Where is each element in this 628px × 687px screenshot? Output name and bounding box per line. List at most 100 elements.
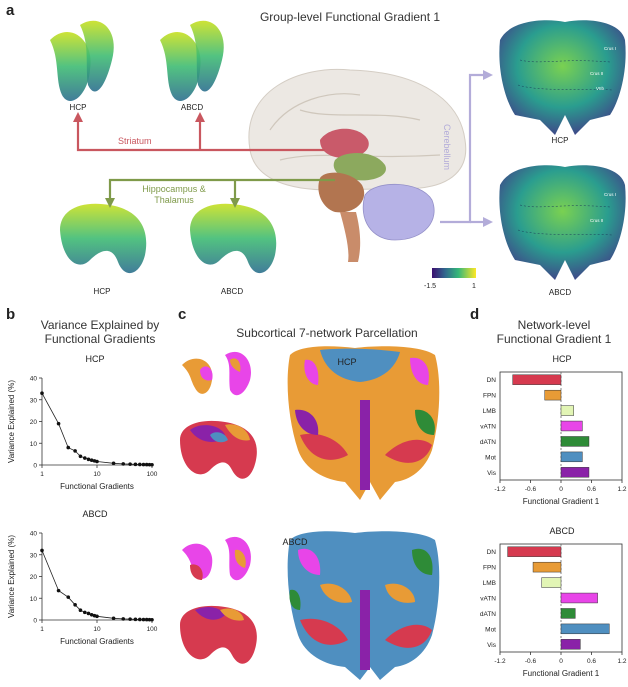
arrows [73, 70, 493, 227]
bar-datn [560, 608, 576, 619]
category-label: dATN [480, 439, 496, 446]
data-point [86, 457, 91, 462]
data-point [128, 617, 132, 621]
y-tick-label: 0 [33, 618, 37, 625]
parcellation-abcd-striatum [182, 536, 251, 581]
data-point [95, 459, 99, 464]
brain-illustration [248, 68, 467, 262]
bar-mot [560, 623, 610, 635]
chart-title: ABCD [549, 526, 575, 536]
panel-d-title-line1: Network-level [517, 318, 591, 332]
data-point [95, 614, 99, 619]
x-tick-label: 0.6 [587, 658, 596, 665]
data-point [150, 617, 154, 622]
data-point [56, 421, 61, 426]
panel-a-title: Group-level Functional Gradient 1 [259, 10, 441, 24]
category-label: DN [487, 549, 497, 556]
data-point [137, 617, 142, 622]
panel-c-title: Subcortical 7-network Parcellation [236, 326, 418, 340]
x-axis-label: Functional Gradient 1 [523, 669, 600, 678]
panel-d-title-line2: Functional Gradient 1 [496, 332, 612, 346]
y-axis-label: Variance Explained (%) [7, 380, 16, 463]
chart-title: HCP [85, 354, 104, 364]
bar-dn [512, 374, 562, 385]
x-tick-label: 0 [559, 486, 563, 493]
panel-b-title-line1: Variance Explained by [40, 318, 160, 332]
data-point [150, 462, 154, 467]
data-point [89, 612, 94, 617]
parcellation-hcp-striatum [182, 351, 251, 396]
label-c-hcp: HCP [337, 357, 357, 367]
x-tick-label: 1.2 [617, 658, 626, 665]
label-hippocampus-thalamus: Hippocampus & Thalamus [134, 184, 214, 206]
x-tick-label: 100 [147, 471, 158, 478]
panel-a-letter: a [6, 2, 15, 19]
hippo-line2: Thalamus [154, 195, 194, 205]
x-tick-label: 10 [93, 471, 101, 478]
data-point [89, 458, 94, 463]
data-point [121, 462, 126, 466]
label-abcd-striatum: ABCD [180, 103, 204, 112]
data-point [133, 462, 138, 467]
y-tick-label: 40 [30, 531, 38, 538]
data-point [147, 617, 152, 622]
data-point [147, 462, 152, 467]
data-point [144, 462, 149, 467]
panel-a-figure: Crus I Crus II VIIb Crus I Crus II [50, 20, 626, 280]
panel-b-title-line2: Functional Gradients [44, 332, 156, 346]
colorbar [432, 268, 476, 278]
x-tick-label: 10 [93, 626, 101, 633]
data-point [78, 454, 83, 459]
bar-vatn [560, 592, 598, 604]
label-abcd-hippo: ABCD [220, 287, 244, 296]
category-label: Mot [485, 626, 496, 633]
bar-lmb [560, 405, 574, 416]
label-hcp-hippo: HCP [93, 287, 111, 296]
data-point [73, 449, 77, 453]
y-tick-label: 30 [30, 397, 38, 404]
series-line [41, 393, 152, 466]
y-axis-label: Variance Explained (%) [7, 535, 16, 618]
category-label: dATN [480, 611, 496, 618]
data-point [66, 445, 71, 450]
data-point [141, 462, 146, 467]
data-point [133, 617, 138, 622]
data-point [144, 617, 149, 622]
data-point [82, 610, 87, 615]
category-label: Vis [487, 470, 497, 477]
striatum-abcd-map [160, 20, 224, 101]
category-label: vATN [480, 424, 496, 431]
y-tick-label: 40 [30, 376, 38, 383]
cerebellum-hcp-flatmap [499, 20, 626, 135]
crus-label: Crus II [590, 71, 603, 76]
parcellation-hcp-hippo [180, 420, 257, 479]
panel-d-letter: d [470, 306, 480, 323]
bar-vis [560, 639, 581, 650]
colorbar-max: 1 [472, 283, 476, 290]
crus-label: Crus I [604, 46, 616, 51]
data-point [56, 588, 61, 593]
cerebellum-abcd-flatmap [499, 165, 626, 280]
x-tick-label: -1.2 [494, 486, 506, 493]
parcellation-figure [180, 346, 440, 680]
label-abcd-cereb: ABCD [548, 288, 572, 297]
label-c-abcd: ABCD [282, 537, 308, 547]
category-label: LMB [483, 408, 496, 415]
bar-lmb [541, 577, 562, 588]
bar-mot [560, 451, 583, 463]
x-axis-label: Functional Gradients [60, 637, 134, 646]
label-striatum: Striatum [118, 136, 152, 146]
data-point [86, 611, 91, 616]
bar-datn [560, 436, 590, 447]
category-label: LMB [483, 580, 496, 587]
parcellation-abcd-hippo [180, 605, 257, 664]
chart-title: HCP [552, 354, 571, 364]
data-point [141, 617, 146, 622]
bar-vis [560, 467, 590, 478]
parcellation-hcp-cerebellum [287, 346, 440, 500]
x-tick-label: -0.6 [525, 658, 537, 665]
x-tick-label: -0.6 [525, 486, 537, 493]
